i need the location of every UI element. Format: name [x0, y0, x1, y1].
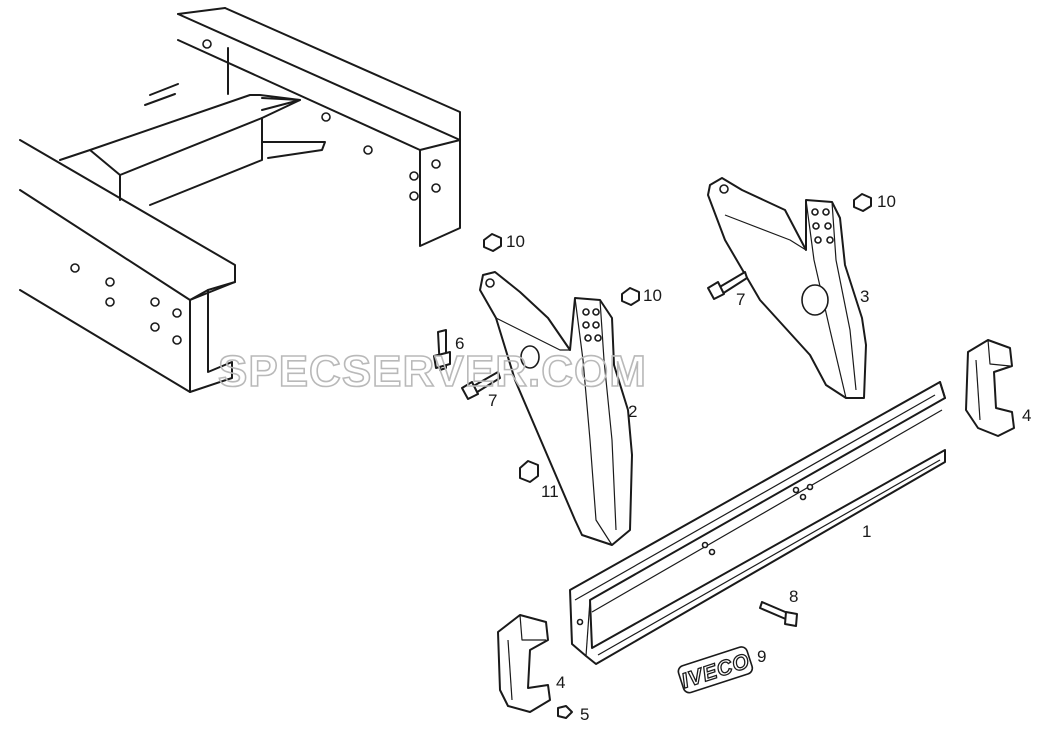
step-handle-right [965, 339, 1015, 437]
callout-8: 8 [789, 587, 798, 606]
chassis-frame [19, 7, 461, 393]
callout-3: 3 [860, 287, 869, 306]
callout-9: 9 [757, 647, 766, 666]
fasteners [433, 193, 872, 719]
callout-11: 11 [541, 482, 559, 501]
callout-7-right: 7 [736, 290, 745, 309]
bracket-left [479, 271, 633, 546]
callout-10-left: 10 [506, 232, 525, 251]
callout-4-right: 4 [1022, 406, 1031, 425]
callout-7-left: 7 [488, 391, 497, 410]
callout-5: 5 [580, 705, 589, 724]
callout-2: 2 [628, 402, 637, 421]
callout-10-right: 10 [877, 192, 896, 211]
callout-6: 6 [455, 334, 464, 353]
iveco-badge: IVECO [677, 646, 753, 694]
bracket-right [707, 177, 867, 399]
callout-10-middle: 10 [643, 286, 662, 305]
step-handle-left [497, 614, 551, 713]
callout-4-left: 4 [556, 673, 565, 692]
callout-1: 1 [862, 522, 871, 541]
bumper-beam [569, 381, 946, 665]
watermark: SPECSERVER.COM [218, 347, 647, 396]
